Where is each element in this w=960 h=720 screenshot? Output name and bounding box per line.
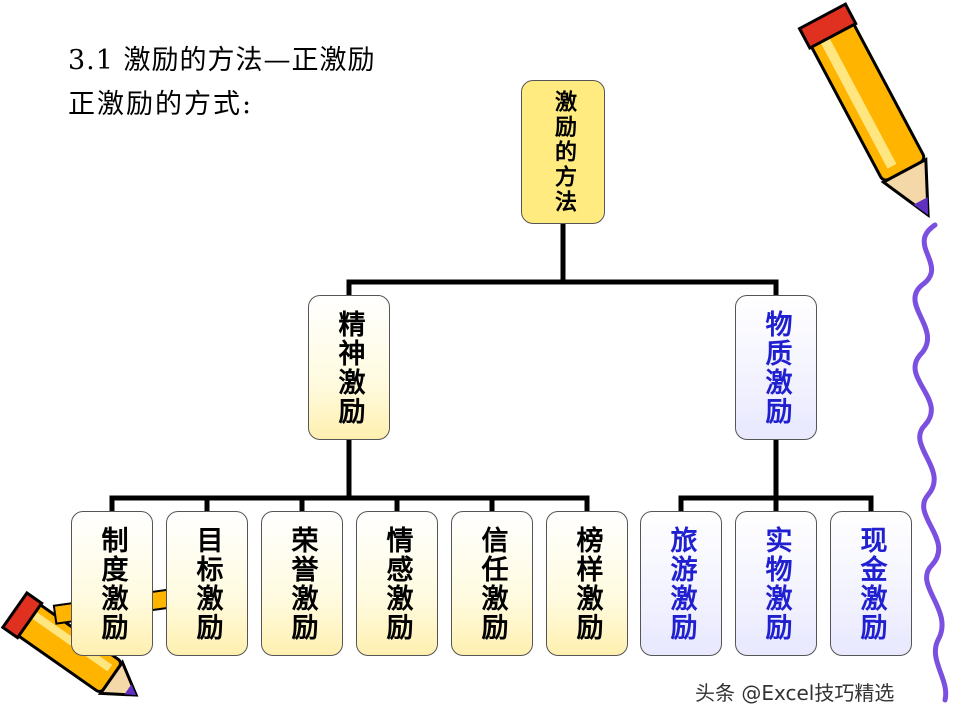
node-leaf: 制度激励 (71, 511, 153, 656)
pencil-icon-bottom (0, 590, 139, 697)
node-leaf-label: 信任激励 (476, 525, 508, 642)
node-leaf: 目标激励 (166, 511, 248, 656)
node-leaf-label: 现金激励 (855, 525, 887, 642)
node-leaf-label: 荣誉激励 (286, 525, 318, 642)
node-leaf: 旅游激励 (640, 511, 722, 656)
slide-title: 3.1 激励的方法—正激励 (68, 45, 376, 76)
node-leaf: 现金激励 (830, 511, 912, 656)
node-leaf-label: 榜样激励 (571, 525, 603, 642)
node-root: 激励的方法 (521, 80, 605, 224)
watermark: 头条 @Excel技巧精选 (695, 681, 895, 705)
node-leaf-label: 实物激励 (760, 525, 792, 642)
decorative-squiggle (912, 222, 949, 703)
slide-subtitle: 正激励的方式: (68, 89, 254, 120)
node-leaf: 情感激励 (356, 511, 438, 656)
node-leaf: 实物激励 (735, 511, 817, 656)
node-material: 物质激励 (735, 295, 817, 440)
node-leaf: 荣誉激励 (261, 511, 343, 656)
node-spirit: 精神激励 (308, 295, 390, 440)
node-leaf-label: 制度激励 (96, 525, 128, 642)
node-leaf-label: 旅游激励 (665, 525, 697, 642)
node-leaf: 信任激励 (451, 511, 533, 656)
node-root-label: 激励的方法 (551, 89, 576, 215)
node-leaf-label: 情感激励 (381, 525, 413, 642)
node-leaf: 榜样激励 (546, 511, 628, 656)
node-leaf-label: 目标激励 (191, 525, 223, 642)
pencil-icon-top (797, 2, 930, 219)
node-spirit-label: 精神激励 (333, 309, 365, 426)
node-material-label: 物质激励 (760, 309, 792, 426)
